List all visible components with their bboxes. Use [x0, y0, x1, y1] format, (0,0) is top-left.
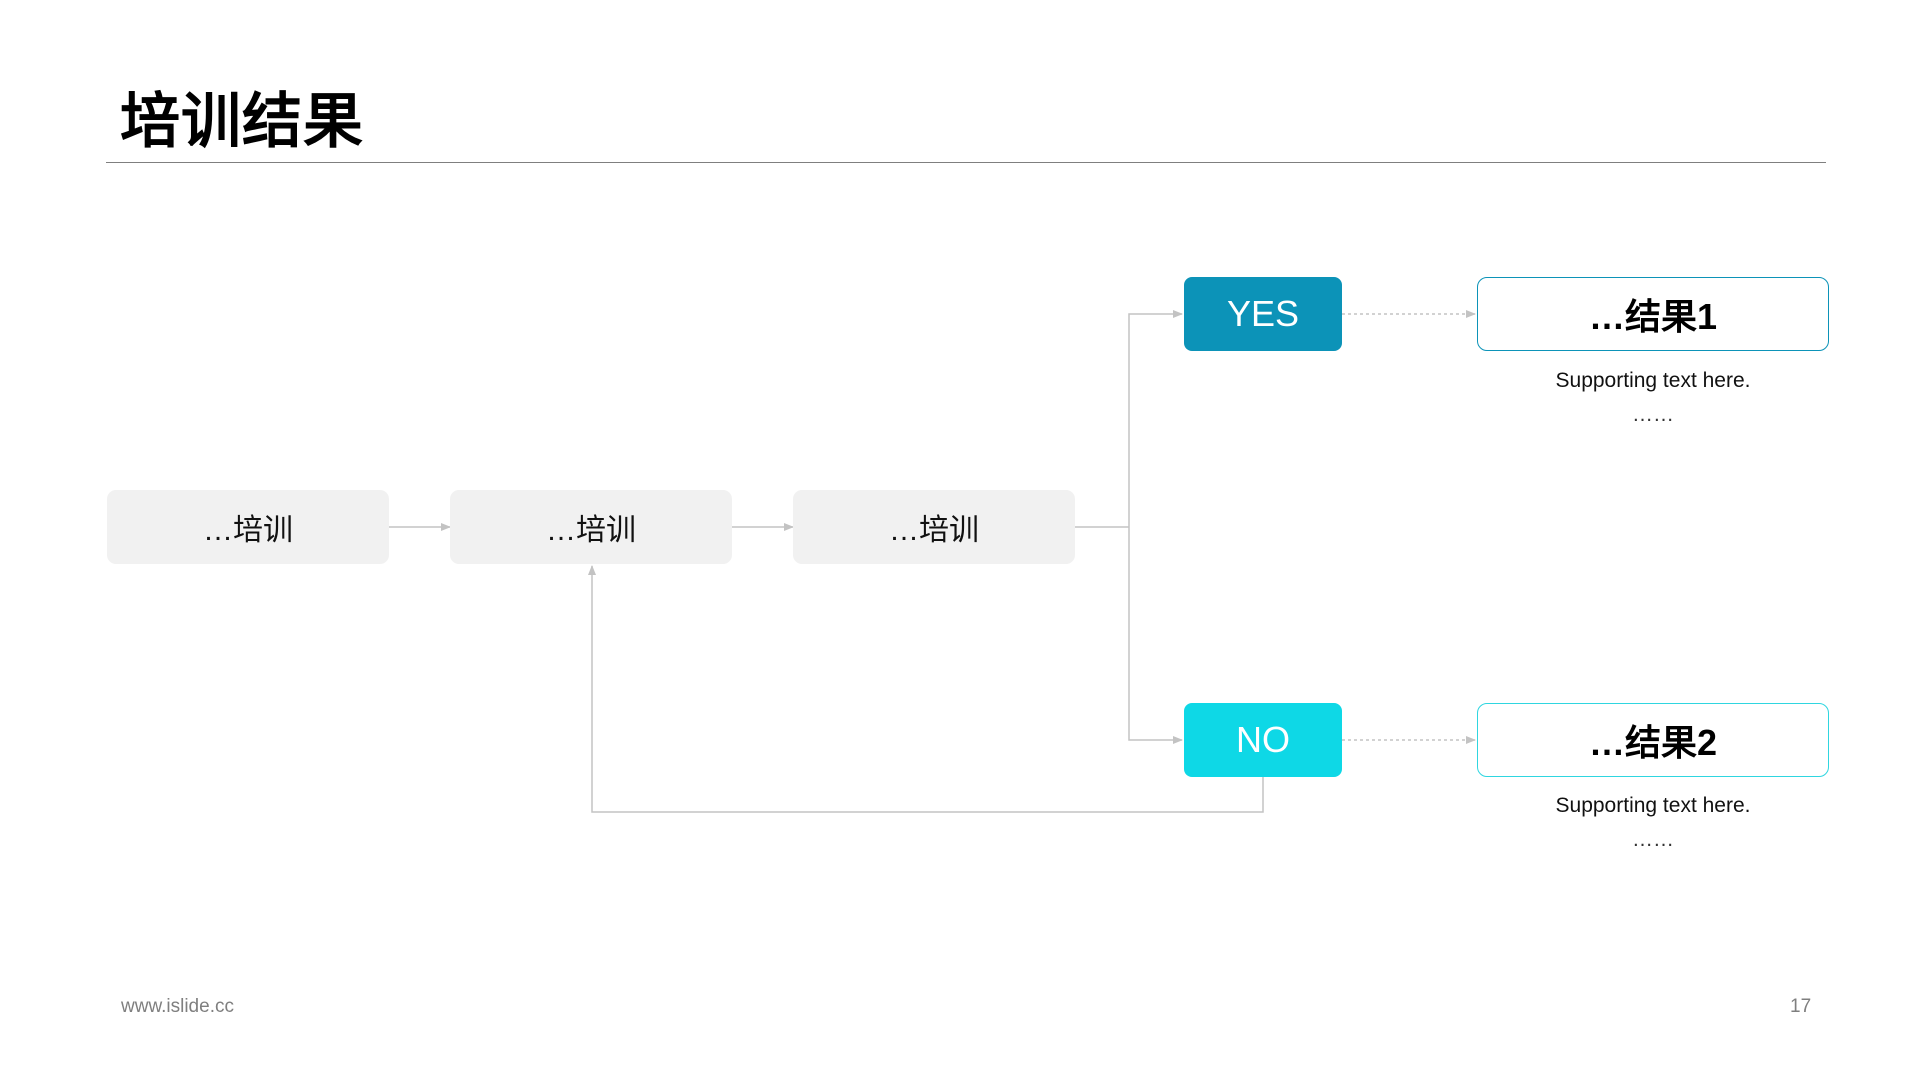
page-title: 培训结果 — [120, 88, 364, 155]
training-step-3-label: …培训 — [889, 514, 979, 547]
result-2-supporting-text: Supporting text here. …… — [1477, 789, 1829, 857]
decision-no: NO — [1184, 703, 1342, 777]
result-1-ellipsis: …… — [1632, 403, 1674, 426]
training-step-2: …培训 — [450, 490, 732, 564]
title-divider — [106, 162, 1826, 163]
decision-no-label: NO — [1236, 719, 1290, 760]
training-step-3: …培训 — [793, 490, 1075, 564]
branch-to-no — [1128, 527, 1183, 744]
feedback-no-to-step2 — [588, 565, 1264, 813]
result-1-label: …结果1 — [1588, 296, 1718, 337]
result-1-supporting-text: Supporting text here. …… — [1477, 364, 1829, 432]
page-number: 17 — [1790, 996, 1812, 1017]
training-step-1-label: …培训 — [203, 514, 293, 547]
decision-yes-label: YES — [1226, 293, 1300, 334]
training-step-2-label: …培训 — [546, 514, 636, 547]
footer-url: www.islide.cc — [121, 996, 234, 1017]
result-2-label: …结果2 — [1588, 722, 1718, 763]
training-step-1: …培训 — [107, 490, 389, 564]
result-2-supporting-line: Supporting text here. — [1555, 794, 1751, 817]
decision-yes: YES — [1184, 277, 1342, 351]
result-1-supporting-line: Supporting text here. — [1555, 369, 1751, 392]
result-1-box: …结果1 — [1477, 277, 1829, 351]
branch-to-yes — [1128, 310, 1183, 527]
result-2-ellipsis: …… — [1632, 828, 1674, 851]
result-2-box: …结果2 — [1477, 703, 1829, 777]
